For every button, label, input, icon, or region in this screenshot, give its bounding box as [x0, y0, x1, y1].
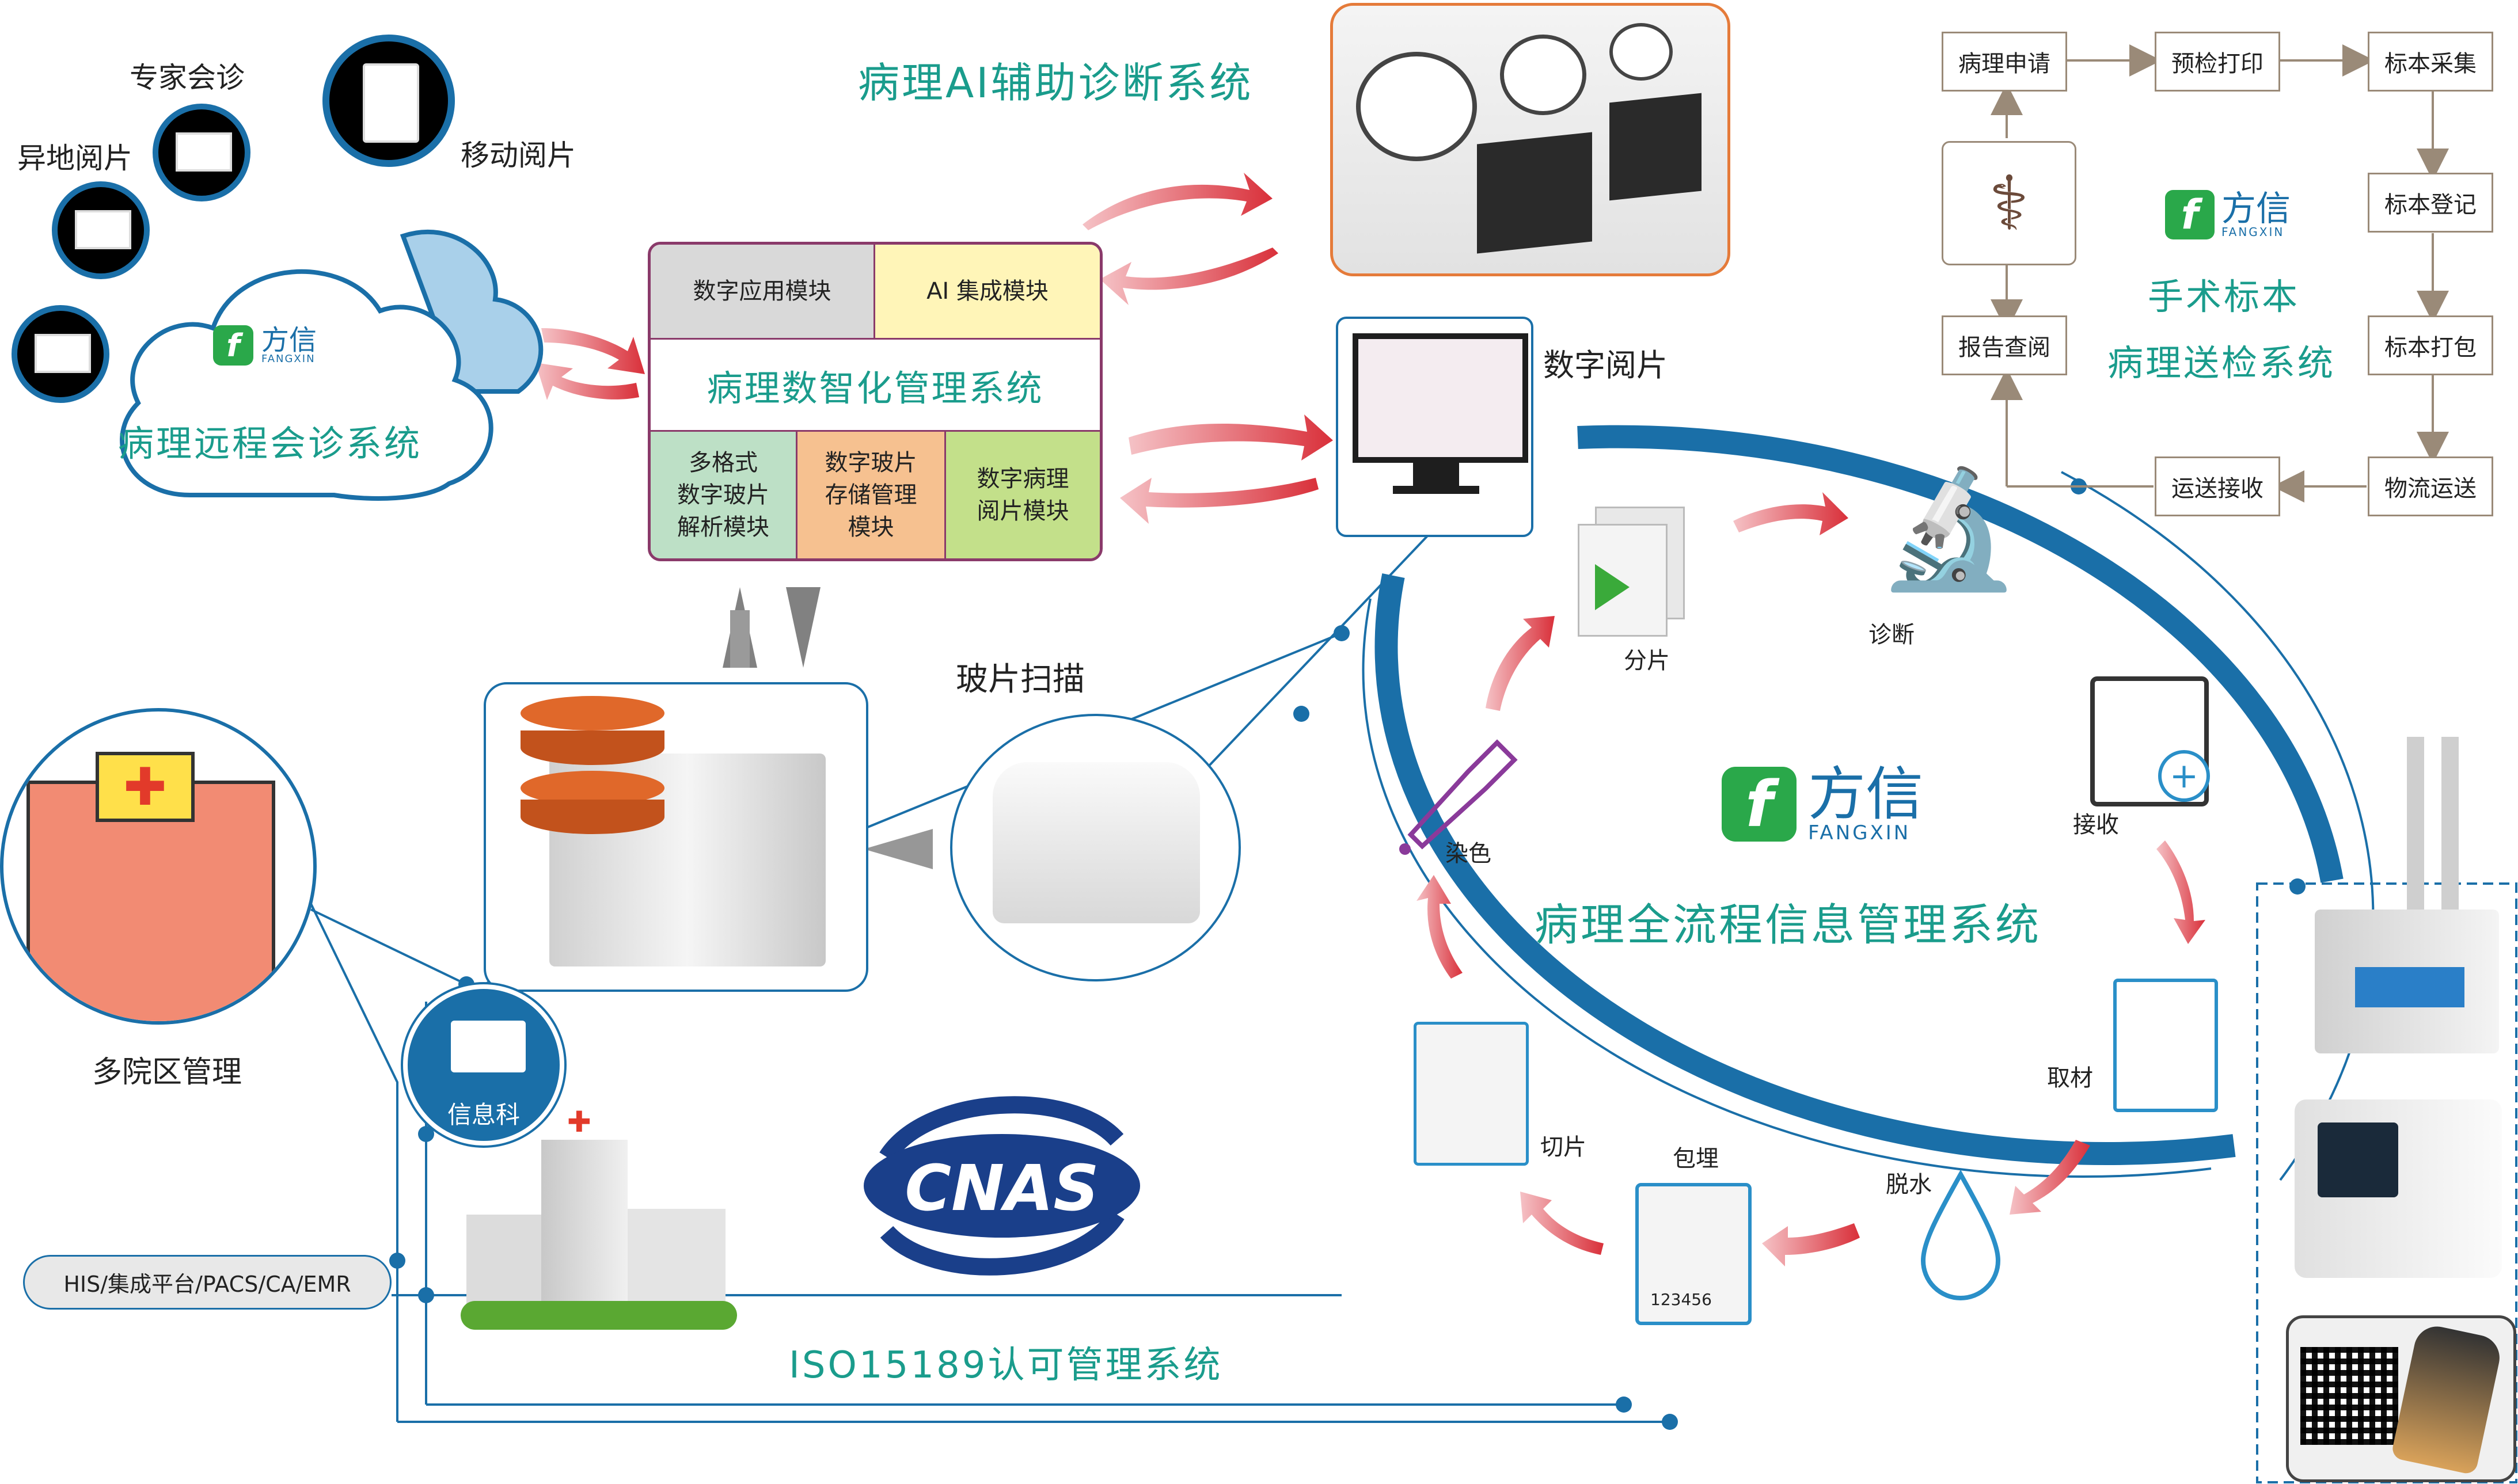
step-grossing: 取材 [2047, 1065, 2093, 1091]
microscope-icon: 🔬 [1877, 462, 2021, 596]
red-cross-icon: ✚ [96, 752, 195, 822]
cloud-shape [120, 229, 544, 501]
surgical-title-line1: 手术标本 [2148, 276, 2300, 318]
red-cross-icon: ✚ [567, 1105, 591, 1139]
flow-register: 标本登记 [2368, 173, 2493, 233]
embed-cassette-icon: 123456 [1635, 1183, 1752, 1325]
monitor-screen [1353, 333, 1528, 463]
fangxin-logo-icon: f [2165, 190, 2215, 239]
qr-code-icon [2300, 1347, 2398, 1445]
monitor-icon [1609, 93, 1702, 201]
clipboard-icon: + [2090, 676, 2210, 806]
brand-name: 方信 [261, 324, 317, 356]
fangxin-logo-icon: f [1722, 767, 1797, 842]
scanner-gun-icon [2390, 1322, 2504, 1475]
step-stain: 染色 [1445, 840, 1491, 867]
cnas-logo: CNAS [841, 1071, 1163, 1301]
flow-preprint: 预检打印 [2155, 32, 2280, 92]
storage-server-image [484, 682, 868, 992]
robot-head-icon [1609, 23, 1673, 81]
hospital-campus-image: ✚ [0, 708, 317, 1025]
brand-name-en: FANGXIN [1808, 821, 1911, 844]
module-reading: 数字病理 阅片模块 [946, 432, 1100, 558]
flow-collect: 标本采集 [2368, 32, 2493, 92]
digital-reading-monitor [1336, 317, 1533, 537]
hospital-building-image: ✚ [455, 1105, 754, 1341]
robot-head-icon [1500, 35, 1586, 115]
full-process-title: 病理全流程信息管理系统 [1535, 899, 2041, 950]
iso-title: ISO15189认可管理系统 [789, 1344, 1223, 1387]
label-expert-consult: 专家会诊 [130, 61, 245, 94]
flow-logistics: 物流运送 [2368, 456, 2493, 516]
center-logo: f 方信 FANGXIN [1722, 766, 1923, 843]
tablet-screen-icon [363, 63, 419, 143]
monitor-screen-icon [35, 334, 91, 373]
step-cut: 切片 [1540, 1134, 1586, 1160]
scalpel-icon [2113, 979, 2218, 1112]
scanner-body [993, 762, 1200, 923]
label-offsite-reading: 异地阅片 [17, 142, 132, 175]
step-embed: 包埋 [1673, 1146, 1719, 1172]
surgical-title-line2: 病理送检系统 [2107, 342, 2336, 384]
step-diagnosis: 诊断 [1868, 622, 1915, 648]
flow-transport-receive: 运送接收 [2155, 456, 2280, 516]
label-mobile-reading: 移动阅片 [461, 139, 576, 172]
info-dept-label: 信息科 [447, 1101, 520, 1129]
flow-logo: f 方信 FANGXIN [2165, 190, 2291, 239]
auto-stainer-image [2309, 737, 2499, 1071]
step-dehydrate: 脱水 [1886, 1171, 1932, 1198]
flow-report-query: 报告查阅 [1942, 315, 2067, 375]
surgery-icon: ⚕ [1942, 141, 2076, 265]
slide-scanner-image [950, 714, 1241, 981]
module-ai: AI 集成模块 [875, 245, 1100, 340]
ai-robot-image [1330, 3, 1730, 276]
brand-name-en: FANGXIN [261, 353, 316, 365]
module-multi-format: 多格式 数字玻片 解析模块 [651, 432, 797, 558]
integrations-pill: HIS/集成平台/PACS/CA/EMR [23, 1255, 392, 1310]
embedding-device-image [2295, 1099, 2502, 1278]
plus-badge-icon: + [2158, 750, 2210, 802]
info-dept-badge: 信息科 [403, 984, 564, 1146]
barcode-scanner-image [2286, 1315, 2516, 1482]
chart-monitor-icon [451, 1021, 526, 1072]
flow-pack: 标本打包 [2368, 315, 2493, 375]
monitor-circle-expert [153, 104, 250, 201]
fangxin-logo-icon: f [213, 325, 253, 366]
label-multi-campus: 多院区管理 [92, 1055, 242, 1090]
cnas-text: CNAS [905, 1151, 1099, 1225]
robot-head-icon [1356, 52, 1477, 161]
remote-consult-title: 病理远程会诊系统 [118, 423, 423, 465]
digital-mgmt-title: 病理数智化管理系统 [651, 340, 1100, 432]
step-split: 分片 [1624, 648, 1670, 674]
step-receive: 接收 [2073, 812, 2119, 838]
dropper-icon [1388, 731, 1526, 858]
brand-name-en: FANGXIN [2221, 225, 2285, 239]
monitor-screen-icon [176, 132, 232, 172]
cassette-id: 123456 [1650, 1290, 1712, 1309]
module-storage: 数字玻片 存储管理 模块 [797, 432, 946, 558]
module-digital-app: 数字应用模块 [651, 245, 875, 340]
cloud-logo: f 方信 FANGXIN [213, 325, 317, 366]
label-digital-reading: 数字阅片 [1543, 347, 1668, 383]
digital-mgmt-panel: 数字应用模块 AI 集成模块 病理数智化管理系统 多格式 数字玻片 解析模块 数… [648, 242, 1103, 561]
monitor-stand [1413, 463, 1459, 486]
water-drop-icon [1917, 1169, 2004, 1301]
monitor-icon [1477, 132, 1592, 254]
monitor-screen-icon [75, 210, 131, 249]
ai-system-title: 病理AI辅助诊断系统 [858, 59, 1254, 107]
label-slide-scan: 玻片扫描 [956, 661, 1085, 698]
brand-name: 方信 [1808, 760, 1923, 828]
split-file-icon [1572, 501, 1687, 637]
brand-name: 方信 [2221, 189, 2291, 229]
flow-apply: 病理申请 [1942, 32, 2067, 92]
slide-cut-icon [1414, 1022, 1529, 1166]
database-icon [521, 696, 664, 846]
device-screen [2318, 1122, 2398, 1197]
monitor-base [1393, 486, 1479, 494]
